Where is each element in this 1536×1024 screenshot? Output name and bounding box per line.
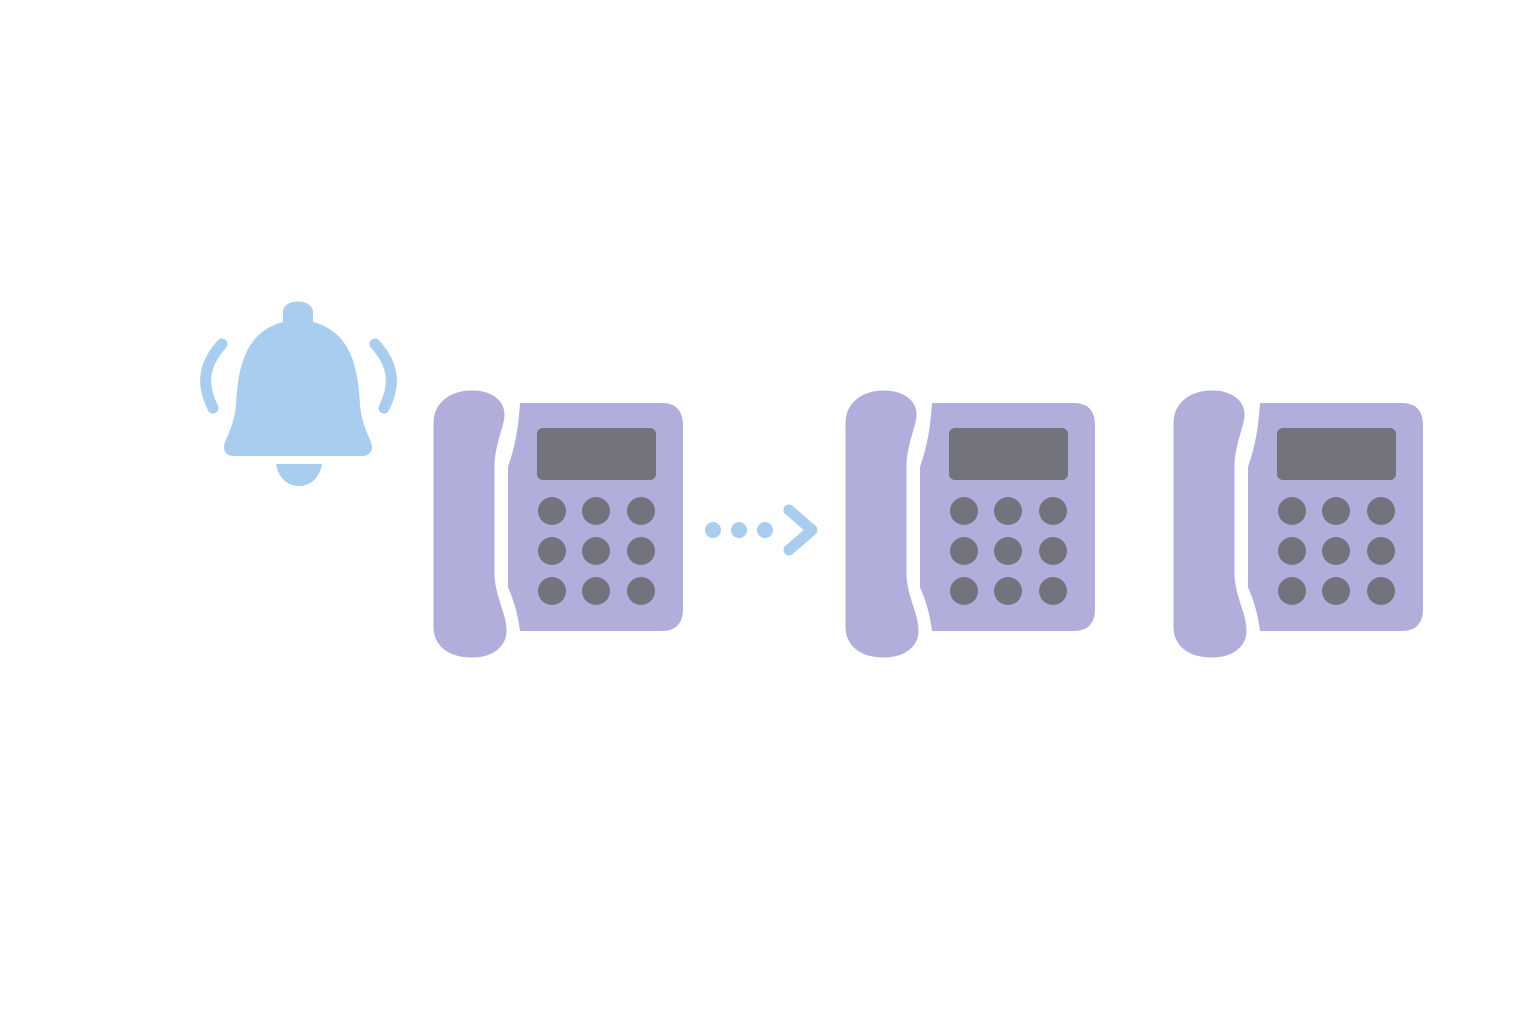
phone-key xyxy=(1039,537,1067,565)
arrow-dot xyxy=(705,522,721,538)
phone-key xyxy=(1322,497,1350,525)
phone-handset xyxy=(1166,383,1254,665)
phone-key xyxy=(1322,537,1350,565)
phone-key xyxy=(627,497,655,525)
phone-key xyxy=(582,537,610,565)
phone-key xyxy=(1278,537,1306,565)
phone-key xyxy=(1039,497,1067,525)
dotted-arrow-icon xyxy=(705,504,818,556)
phone-key xyxy=(1039,577,1067,605)
phone-key xyxy=(994,577,1022,605)
phone-display xyxy=(949,428,1068,480)
phone-key xyxy=(1367,497,1395,525)
bell-ring-wave-right xyxy=(369,338,397,414)
arrow-dot xyxy=(731,522,747,538)
phone-handset xyxy=(838,383,926,665)
phone-key xyxy=(1322,577,1350,605)
phone-key xyxy=(627,577,655,605)
desk-phone-icon xyxy=(1166,383,1423,665)
phone-key xyxy=(538,537,566,565)
phone-handset xyxy=(426,383,514,665)
bell-clapper xyxy=(276,464,322,486)
arrow-head xyxy=(783,504,818,556)
ringing-bell-icon xyxy=(200,301,397,486)
phone-key xyxy=(582,577,610,605)
phone-key xyxy=(950,537,978,565)
bell-body xyxy=(224,301,372,456)
desk-phone-icon xyxy=(426,383,683,665)
phone-display xyxy=(537,428,656,480)
phone-key xyxy=(950,577,978,605)
arrow-dot xyxy=(757,522,773,538)
phone-key xyxy=(1278,577,1306,605)
desk-phone-icon xyxy=(838,383,1095,665)
phone-key xyxy=(1367,577,1395,605)
phone-display xyxy=(1277,428,1396,480)
bell-ring-wave-left xyxy=(200,338,228,414)
phone-key xyxy=(1278,497,1306,525)
phone-key xyxy=(994,537,1022,565)
phone-key xyxy=(538,497,566,525)
phone-key xyxy=(538,577,566,605)
phone-key xyxy=(627,537,655,565)
phone-key xyxy=(950,497,978,525)
phone-key xyxy=(582,497,610,525)
phone-key xyxy=(994,497,1022,525)
phone-key xyxy=(1367,537,1395,565)
